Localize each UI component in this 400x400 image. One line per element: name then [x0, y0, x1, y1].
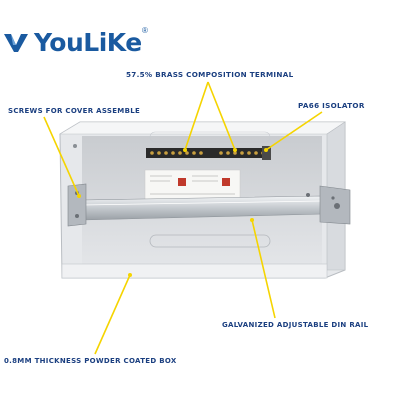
pa66-isolator	[262, 146, 271, 160]
label-box: 0.8MM THICKNESS POWDER COATED BOX	[4, 357, 177, 365]
label-din-rail: GALVANIZED ADJUSTABLE DIN RAIL	[222, 321, 369, 329]
label-screws: SCREWS FOR COVER ASSEMBLE	[8, 107, 141, 115]
cover-screw	[73, 144, 77, 148]
brand-name: YouLiKe	[34, 28, 142, 57]
leader-lines	[43, 81, 323, 355]
terminal-screws	[150, 151, 265, 155]
registered-mark: ®	[142, 26, 148, 35]
knockout-slot-upper	[149, 131, 271, 143]
knockout-slot	[149, 234, 271, 248]
brass-terminal-bar	[146, 148, 268, 158]
left-bracket	[67, 183, 87, 227]
youlike-logo-icon	[4, 33, 28, 52]
label-brass-terminal: 57.5% BRASS COMPOSITION TERMINAL	[126, 70, 294, 79]
label-isolator: PA66 ISOLATOR	[298, 101, 365, 110]
brand-logo: YouLiKe ®	[2, 26, 148, 57]
box-bottom-lip	[61, 263, 328, 279]
